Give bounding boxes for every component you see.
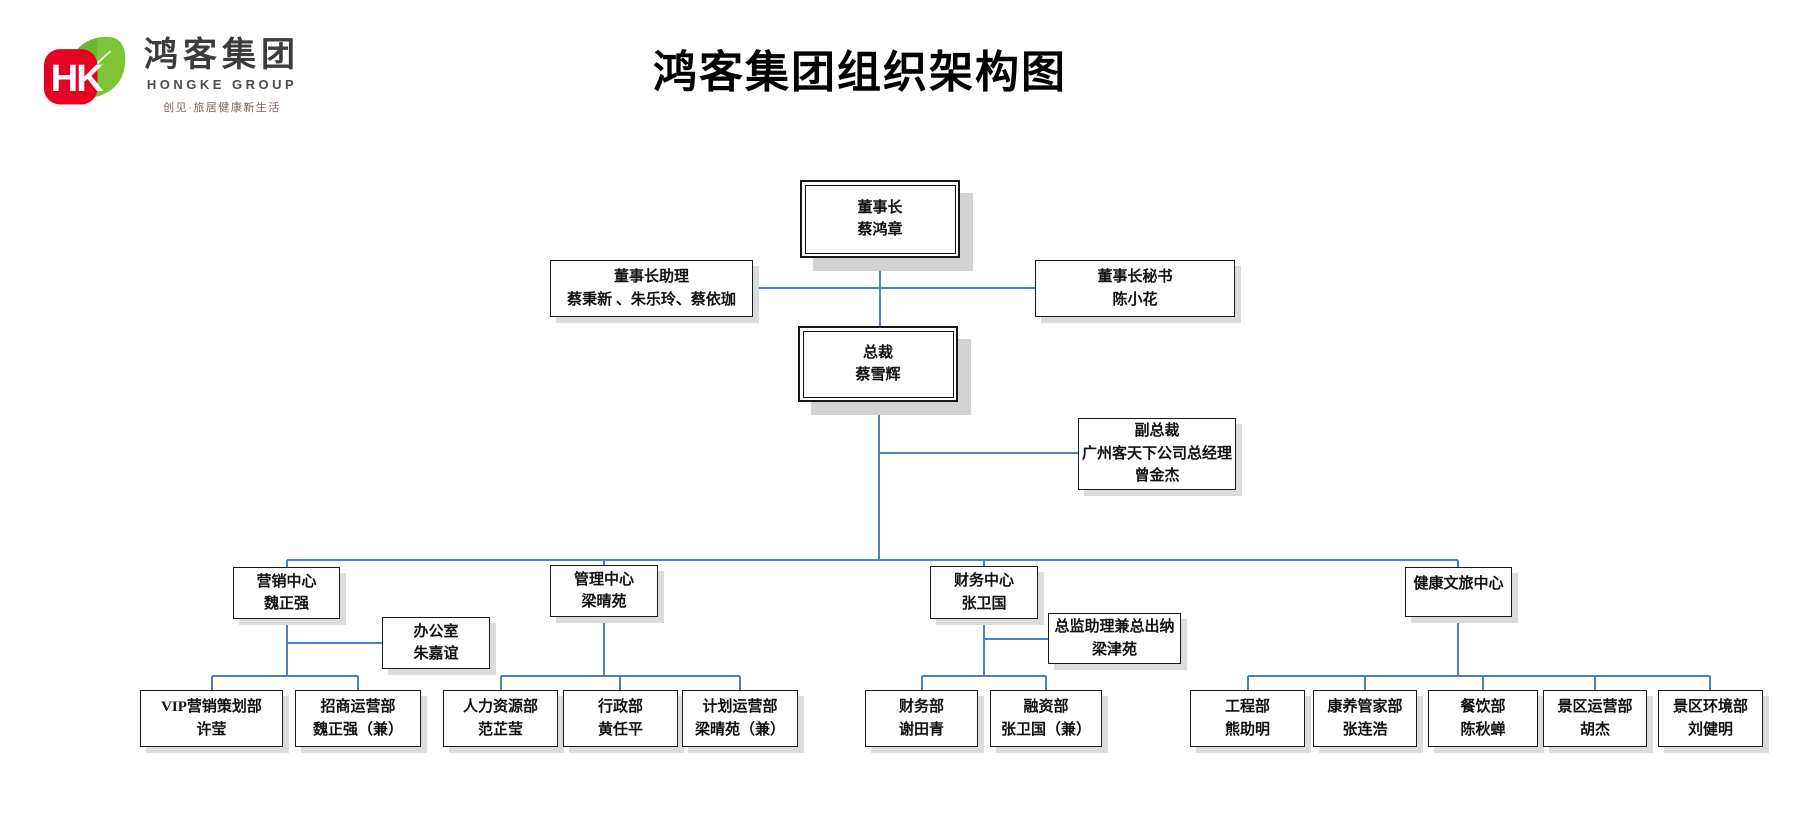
node-management-center-text-1: 梁晴苑	[581, 594, 627, 610]
node-management-center-text-0: 管理中心	[573, 571, 634, 588]
node-investment-operations-dept: 招商运营部魏正强（兼）	[295, 690, 421, 747]
node-vip-marketing-dept: VIP营销策划部许莹	[140, 690, 283, 747]
node-health-tourism-center: 健康文旅中心	[1405, 567, 1512, 617]
node-vip-marketing-dept-text-0: VIP营销策划部	[161, 699, 262, 715]
node-management-center: 管理中心梁晴苑	[550, 565, 658, 617]
node-engineering-dept: 工程部熊助明	[1190, 690, 1305, 747]
node-catering-dept: 餐饮部陈秋蝉	[1428, 690, 1538, 747]
node-chairman-secretary-text-1: 陈小花	[1112, 291, 1158, 308]
page-title: 鸿客集团组织架构图	[653, 48, 1067, 97]
node-catering-dept-text-1: 陈秋蝉	[1460, 721, 1506, 738]
node-financing-dept-text-0: 融资部	[1023, 699, 1069, 715]
node-president-text-0: 总裁	[862, 344, 893, 361]
node-chairman-secretary: 董事长秘书陈小花	[1035, 260, 1235, 317]
node-catering-dept-text-0: 餐饮部	[1460, 699, 1506, 715]
node-vice-president-text-1: 广州客天下公司总经理	[1081, 445, 1232, 462]
node-chairman-assistant: 董事长助理蔡秉新 、朱乐玲、蔡依珈	[550, 260, 753, 317]
company-name-en: HONGKE GROUP	[146, 76, 298, 92]
node-financing-dept: 融资部张卫国（兼）	[990, 690, 1102, 747]
node-vice-president: 副总裁广州客天下公司总经理曾金杰	[1078, 418, 1236, 490]
node-financing-dept-text-1: 张卫国（兼）	[1000, 721, 1091, 738]
node-wellness-butler-dept-text-1: 张连浩	[1342, 721, 1388, 738]
node-vice-president-text-0: 副总裁	[1134, 423, 1180, 440]
node-president-text-1: 蔡雪辉	[855, 367, 901, 383]
node-director-assistant-text-1: 梁津苑	[1091, 641, 1137, 658]
node-scenic-environment-dept-text-1: 刘健明	[1687, 721, 1733, 738]
company-tagline: 创见·旅居健康新生活	[163, 101, 281, 114]
node-vip-marketing-dept-text-1: 许莹	[196, 721, 227, 738]
node-president: 总裁蔡雪辉	[798, 326, 958, 402]
node-chairman-assistant-text-1: 蔡秉新 、朱乐玲、蔡依珈	[567, 291, 736, 308]
company-name: 鸿客集团	[144, 36, 300, 74]
node-health-tourism-center-text-0: 健康文旅中心	[1413, 576, 1504, 592]
node-chairman-assistant-text-0: 董事长助理	[613, 269, 689, 285]
node-office-text-1: 朱嘉谊	[413, 646, 459, 662]
node-finance-dept-text-1: 谢田青	[898, 721, 944, 738]
node-finance-center-text-1: 张卫国	[961, 595, 1007, 612]
logo-leaf-highlight	[95, 36, 126, 97]
logo-monogram: HK	[51, 57, 105, 100]
node-marketing-center-text-1: 魏正强	[263, 596, 309, 612]
node-admin-dept-text-0: 行政部	[597, 699, 643, 715]
node-scenic-operations-dept: 景区运营部胡杰	[1543, 690, 1647, 747]
node-finance-center: 财务中心张卫国	[930, 566, 1038, 619]
node-engineering-dept-text-0: 工程部	[1224, 699, 1270, 715]
node-planning-operations-dept: 计划运营部梁晴苑（兼）	[682, 690, 798, 747]
node-wellness-butler-dept: 康养管家部张连浩	[1313, 690, 1417, 747]
node-finance-dept: 财务部谢田青	[865, 690, 978, 747]
node-director-assistant-text-0: 总监助理兼总出纳	[1054, 619, 1175, 635]
node-scenic-environment-dept: 景区环境部刘健明	[1658, 690, 1763, 747]
node-planning-operations-dept-text-1: 梁晴苑（兼）	[694, 721, 785, 738]
node-hr-dept-text-1: 范芷莹	[477, 721, 523, 738]
company-logo: HK 鸿客集团 HONGKE GROUP 创见·旅居健康新生活	[42, 30, 300, 116]
node-office: 办公室朱嘉谊	[382, 617, 490, 669]
node-admin-dept: 行政部黄任平	[563, 690, 678, 747]
node-scenic-operations-dept-text-0: 景区运营部	[1557, 699, 1633, 715]
node-wellness-butler-dept-text-0: 康养管家部	[1327, 699, 1403, 715]
node-finance-center-text-0: 财务中心	[953, 573, 1014, 589]
node-vice-president-text-2: 曾金杰	[1134, 468, 1180, 485]
node-office-text-0: 办公室	[413, 623, 459, 640]
node-chairman-text-0: 董事长	[857, 199, 903, 216]
logo-red-shape	[43, 49, 98, 105]
node-finance-dept-text-0: 财务部	[898, 699, 944, 715]
node-investment-operations-dept-text-1: 魏正强（兼）	[312, 721, 403, 738]
node-marketing-center-text-0: 营销中心	[256, 573, 317, 590]
node-hr-dept: 人力资源部范芷莹	[443, 690, 558, 747]
node-scenic-operations-dept-text-1: 胡杰	[1579, 721, 1610, 738]
node-hr-dept-text-0: 人力资源部	[462, 699, 538, 715]
logo-mark-icon: HK	[43, 36, 126, 105]
logo-text-block: 鸿客集团 HONGKE GROUP 创见·旅居健康新生活	[144, 30, 300, 115]
node-chairman-text-1: 蔡鸿章	[857, 222, 903, 238]
node-admin-dept-text-1: 黄任平	[597, 721, 643, 738]
node-scenic-environment-dept-text-0: 景区环境部	[1672, 699, 1748, 715]
node-planning-operations-dept-text-0: 计划运营部	[702, 699, 778, 715]
node-marketing-center: 营销中心魏正强	[233, 567, 340, 619]
node-chairman: 董事长蔡鸿章	[800, 180, 960, 258]
node-director-assistant: 总监助理兼总出纳梁津苑	[1048, 613, 1181, 664]
node-engineering-dept-text-1: 熊助明	[1224, 721, 1270, 738]
node-chairman-secretary-text-0: 董事长秘书	[1097, 269, 1173, 285]
node-investment-operations-dept-text-0: 招商运营部	[320, 699, 396, 715]
